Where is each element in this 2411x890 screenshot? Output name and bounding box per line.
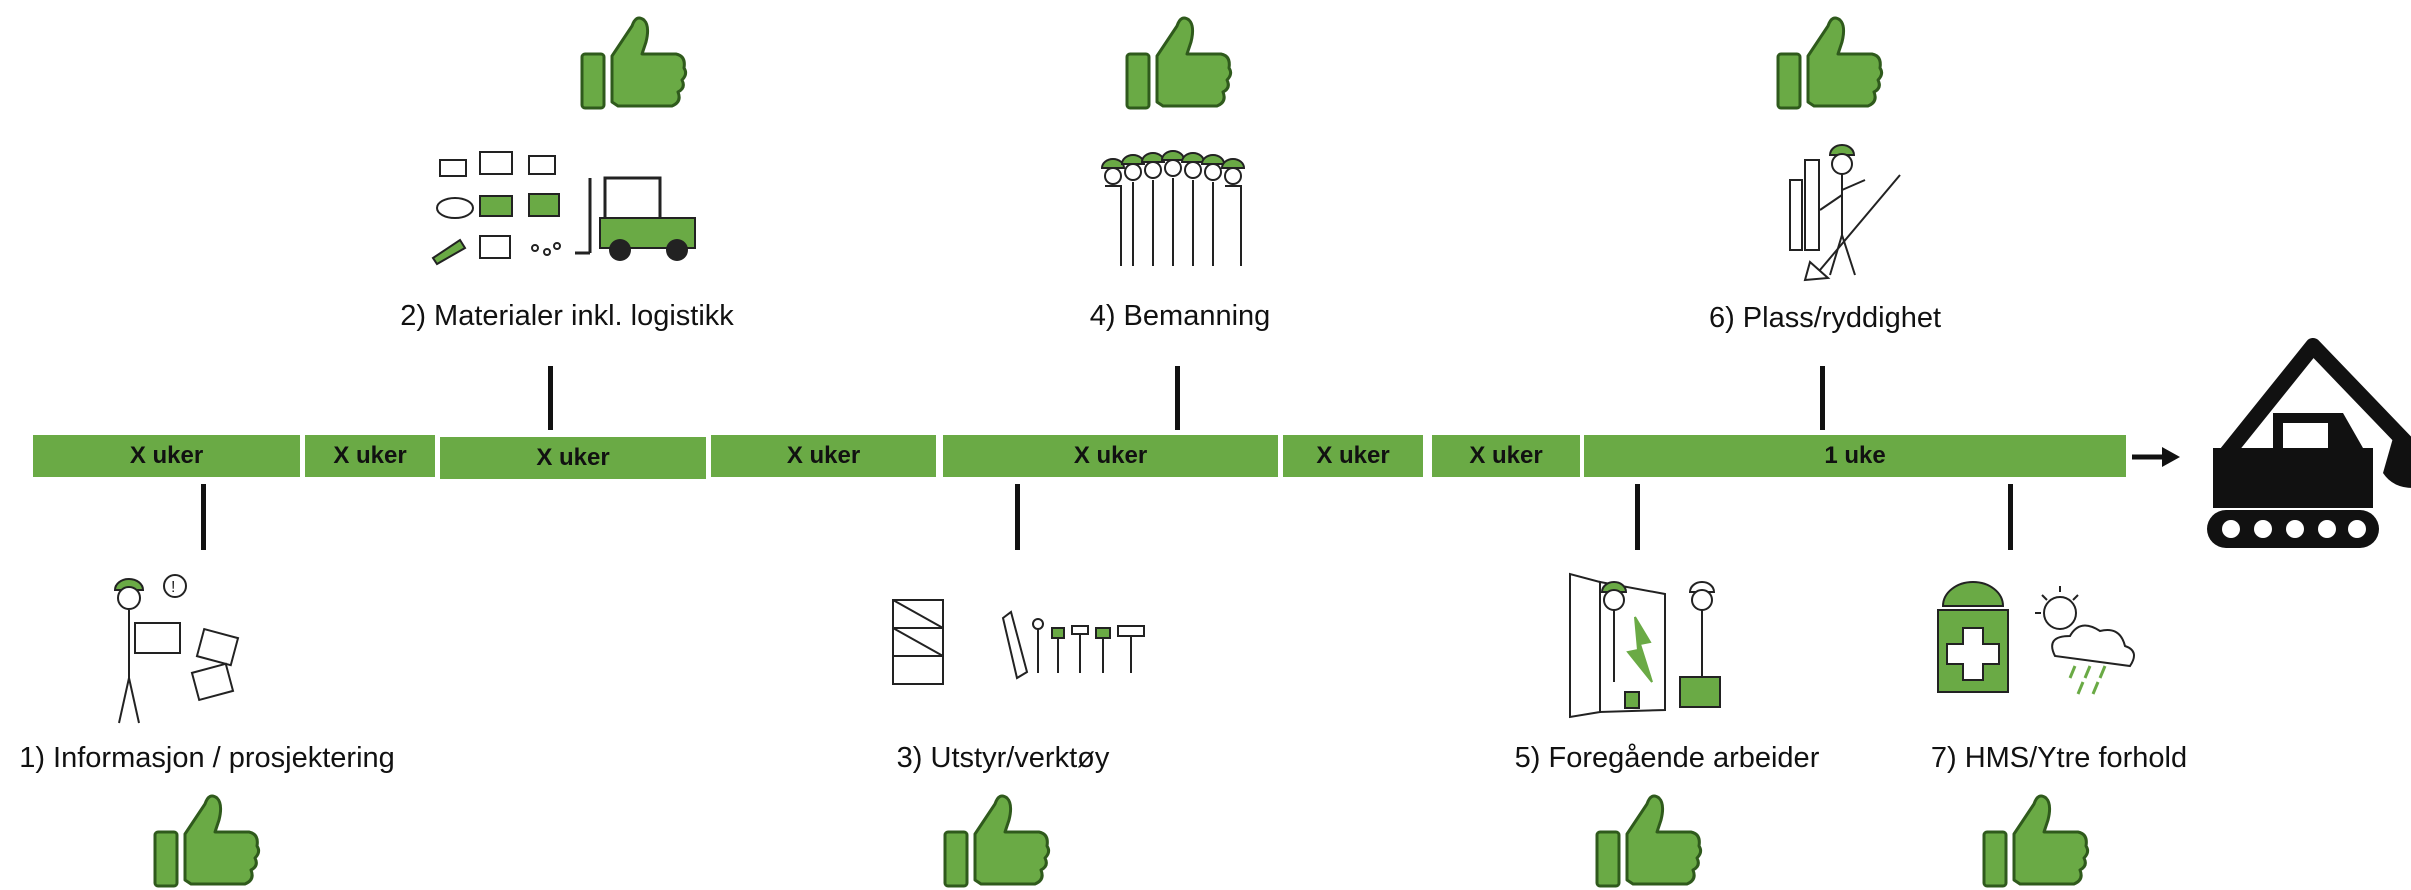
step-label-7: 7) HMS/Ytre forhold [1930,742,2188,774]
step-label-5: 5) Foregående arbeider [1514,742,1820,774]
step-label-1: 1) Informasjon / prosjektering [19,742,395,774]
tick-step-3 [1015,484,1020,550]
planner-papers-illustration: ! [113,574,240,724]
timeline-segment-5: X uker [943,435,1278,477]
step-label-3: 3) Utstyr/verktøy [896,742,1110,774]
tick-step-1 [201,484,206,550]
thumbs-up-icon [153,794,261,888]
tick-step-7 [2008,484,2013,550]
thumbs-up-icon [943,794,1051,888]
thumbs-up-icon [1776,16,1884,110]
workers-group-illustration [1100,150,1246,266]
scaffold-tools-illustration [892,599,1145,685]
timeline-segment-8: 1 uke [1584,435,2126,477]
tick-step-2 [548,366,553,430]
excavator-icon [2207,338,2411,548]
step-label-4: 4) Bemanning [1089,300,1271,332]
timeline-segment-6: X uker [1283,435,1423,477]
svg-text:!: ! [171,579,175,596]
first-aid-weather-illustration [1937,581,2135,695]
thumbs-up-icon [1125,16,1233,110]
step-label-6: 6) Plass/ryddighet [1708,302,1942,334]
timeline-segment-3: X uker [440,437,706,479]
materials-forklift-illustration [431,151,696,266]
thumbs-up-icon [1982,794,2090,888]
thumbs-up-icon [1595,794,1703,888]
tick-step-5 [1635,484,1640,550]
timeline-segment-4: X uker [711,435,936,477]
tick-step-6 [1820,366,1825,430]
thumbs-up-icon [580,16,688,110]
tick-step-4 [1175,366,1180,430]
timeline-segment-2: X uker [305,435,435,477]
arrow-right-icon [2132,447,2180,467]
timeline-segment-7: X uker [1432,435,1580,477]
cleaning-worker-illustration [1789,144,1901,282]
step-label-2: 2) Materialer inkl. logistikk [400,300,734,332]
timeline-segment-1: X uker [33,435,300,477]
previous-works-illustration [1569,572,1721,719]
